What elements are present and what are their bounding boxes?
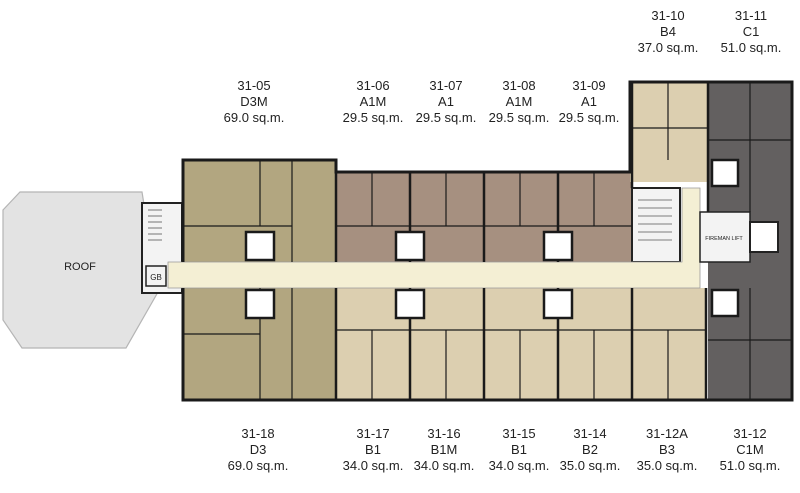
unit-area: 34.0 sq.m. bbox=[342, 458, 404, 473]
unit-area: 69.0 sq.m. bbox=[223, 110, 285, 125]
unit-type: A1 bbox=[438, 94, 454, 109]
unit-id: 31-11 bbox=[734, 8, 768, 23]
shaft-lower-3 bbox=[542, 288, 574, 320]
unit-type: B1M bbox=[430, 442, 458, 457]
unit-id: 31-15 bbox=[502, 426, 536, 441]
unit-area: 29.5 sq.m. bbox=[342, 110, 404, 125]
unit-type: D3M bbox=[240, 94, 268, 109]
fireman-lift-shaft bbox=[749, 221, 779, 253]
gb-label: GB bbox=[150, 273, 162, 282]
unit-area: 35.0 sq.m. bbox=[559, 458, 621, 473]
unit-id: 31-12 bbox=[733, 426, 767, 441]
unit-type: B2 bbox=[582, 442, 598, 457]
shaft-lower-2 bbox=[394, 288, 426, 320]
corridor bbox=[167, 187, 701, 289]
unit-label-31-16: 31-16 B1M 34.0 sq.m. bbox=[404, 426, 484, 474]
unit-area: 51.0 sq.m. bbox=[720, 40, 782, 55]
unit-type: A1 bbox=[581, 94, 597, 109]
unit-id: 31-17 bbox=[356, 426, 390, 441]
unit-label-31-06: 31-06 A1M 29.5 sq.m. bbox=[333, 78, 413, 126]
roof-label: ROOF bbox=[64, 261, 96, 273]
unit-31-12a-plan bbox=[632, 288, 706, 400]
unit-area: 34.0 sq.m. bbox=[488, 458, 550, 473]
unit-type: D3 bbox=[249, 442, 267, 457]
unit-type: B3 bbox=[659, 442, 675, 457]
unit-id: 31-05 bbox=[237, 78, 271, 93]
unit-label-31-07: 31-07 A1 29.5 sq.m. bbox=[406, 78, 486, 126]
stair-core-right bbox=[631, 187, 681, 263]
unit-area: 29.5 sq.m. bbox=[415, 110, 477, 125]
unit-area: 29.5 sq.m. bbox=[488, 110, 550, 125]
fireman-lift-label: FIREMAN LIFT bbox=[705, 236, 743, 242]
shaft-upper-3 bbox=[542, 230, 574, 262]
shaft-lower-1 bbox=[244, 288, 276, 320]
unit-id: 31-08 bbox=[502, 78, 536, 93]
unit-area: 69.0 sq.m. bbox=[227, 458, 289, 473]
shaft-upper-2 bbox=[394, 230, 426, 262]
unit-id: 31-10 bbox=[651, 8, 685, 23]
shaft-upper-4 bbox=[710, 158, 740, 188]
unit-area: 29.5 sq.m. bbox=[558, 110, 620, 125]
unit-label-31-14: 31-14 B2 35.0 sq.m. bbox=[550, 426, 630, 474]
unit-type: B4 bbox=[660, 24, 676, 39]
unit-type: A1M bbox=[359, 94, 387, 109]
shaft-lower-4 bbox=[710, 288, 740, 318]
unit-id: 31-06 bbox=[356, 78, 390, 93]
unit-area: 34.0 sq.m. bbox=[413, 458, 475, 473]
garbage-room bbox=[145, 265, 167, 287]
unit-label-31-10: 31-10 B4 37.0 sq.m. bbox=[628, 8, 708, 56]
unit-label-31-08: 31-08 A1M 29.5 sq.m. bbox=[479, 78, 559, 126]
unit-label-31-15: 31-15 B1 34.0 sq.m. bbox=[479, 426, 559, 474]
unit-label-31-12a: 31-12A B3 35.0 sq.m. bbox=[627, 426, 707, 474]
unit-id: 31-16 bbox=[427, 426, 461, 441]
unit-type: B1 bbox=[511, 442, 527, 457]
unit-area: 51.0 sq.m. bbox=[719, 458, 781, 473]
unit-id: 31-09 bbox=[572, 78, 606, 93]
unit-label-31-18: 31-18 D3 69.0 sq.m. bbox=[218, 426, 298, 474]
unit-id: 31-18 bbox=[241, 426, 275, 441]
unit-id: 31-14 bbox=[573, 426, 607, 441]
unit-area: 37.0 sq.m. bbox=[637, 40, 699, 55]
unit-id: 31-07 bbox=[429, 78, 463, 93]
unit-label-31-17: 31-17 B1 34.0 sq.m. bbox=[333, 426, 413, 474]
unit-label-31-09: 31-09 A1 29.5 sq.m. bbox=[549, 78, 629, 126]
unit-label-31-11: 31-11 C1 51.0 sq.m. bbox=[711, 8, 791, 56]
unit-type: C1 bbox=[742, 24, 760, 39]
unit-area: 35.0 sq.m. bbox=[636, 458, 698, 473]
unit-label-31-05: 31-05 D3M 69.0 sq.m. bbox=[214, 78, 294, 126]
unit-type: B1 bbox=[365, 442, 381, 457]
unit-type: C1M bbox=[736, 442, 764, 457]
shaft-upper-1 bbox=[244, 230, 276, 262]
unit-label-31-12: 31-12 C1M 51.0 sq.m. bbox=[710, 426, 790, 474]
unit-id: 31-12A bbox=[646, 426, 688, 441]
unit-31-10-plan bbox=[630, 82, 708, 182]
unit-type: A1M bbox=[505, 94, 533, 109]
